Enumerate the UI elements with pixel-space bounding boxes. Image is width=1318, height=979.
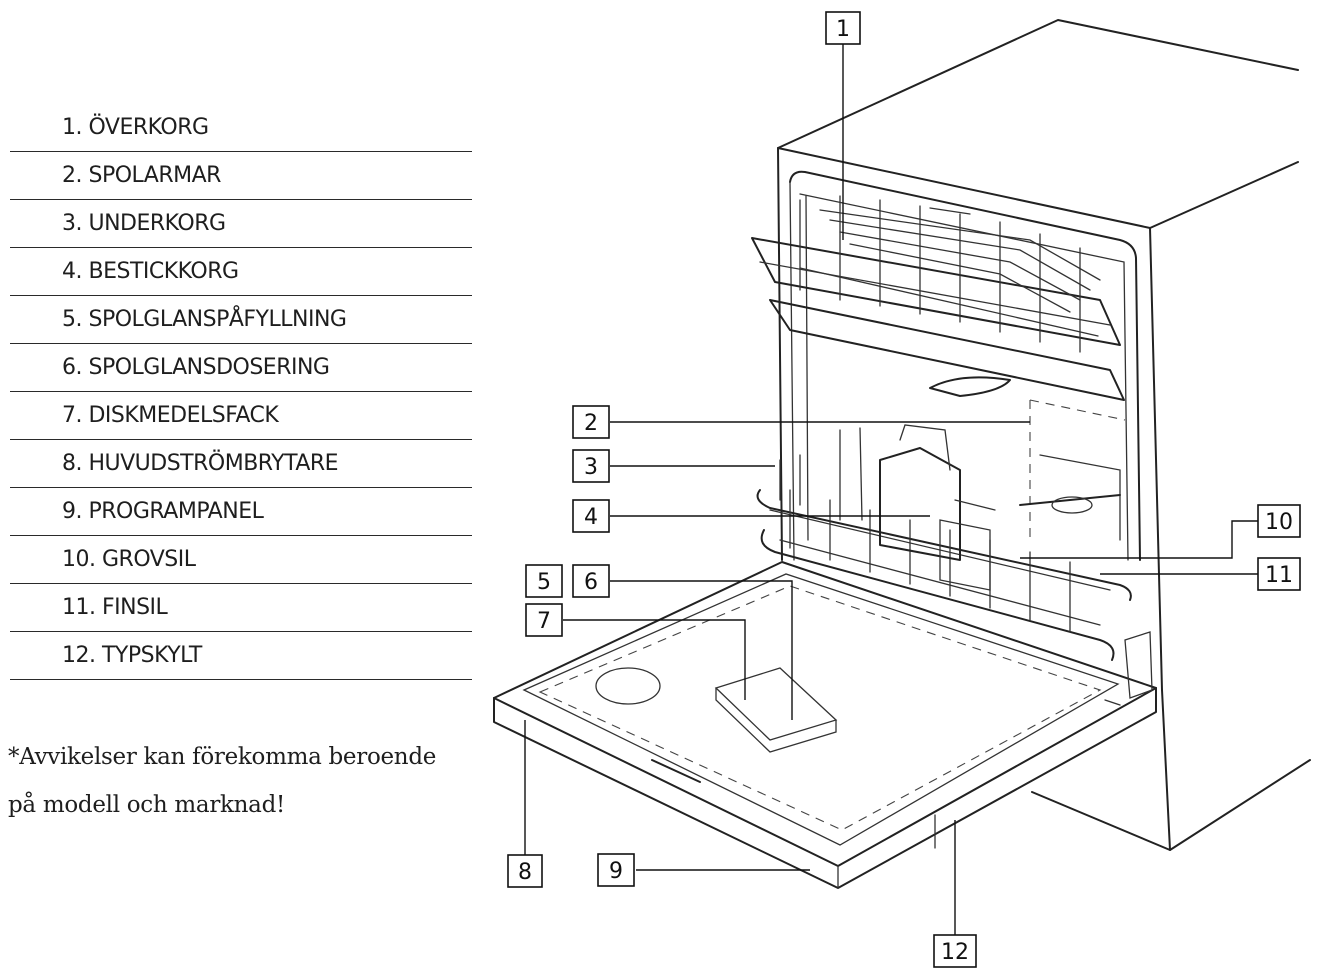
cutlery-basket — [879, 424, 996, 591]
callout-4: 4 — [572, 499, 610, 533]
callout-10: 10 — [1257, 504, 1301, 538]
callout-8: 8 — [507, 854, 543, 888]
note-line-1: *Avvikelser kan förekomma beroende — [8, 744, 437, 770]
legend-item-8: 8. HUVUDSTRÖMBRYTARE — [10, 440, 472, 488]
disclaimer-note: *Avvikelser kan förekomma beroende på mo… — [8, 733, 488, 829]
legend-item-9: 9. PROGRAMPANEL — [10, 488, 472, 536]
callout-12: 12 — [933, 934, 977, 968]
dishwasher-illustration — [493, 19, 1311, 889]
legend-item-5: 5. SPOLGLANSPÅFYLLNING — [10, 296, 472, 344]
svg-text:10: 10 — [1265, 510, 1293, 535]
callout-9: 9 — [597, 853, 635, 887]
callout-7: 7 — [525, 603, 563, 637]
callout-1: 1 — [825, 11, 861, 45]
legend-item-4: 4. BESTICKKORG — [10, 248, 472, 296]
callout-11: 11 — [1257, 557, 1301, 591]
leader-lines — [524, 44, 1258, 935]
legend-item-2: 2. SPOLARMAR — [10, 152, 472, 200]
svg-text:1: 1 — [836, 17, 850, 42]
svg-text:12: 12 — [941, 940, 969, 965]
svg-text:4: 4 — [584, 505, 598, 530]
legend-item-11: 11. FINSIL — [10, 584, 472, 632]
svg-text:9: 9 — [609, 859, 623, 884]
svg-text:11: 11 — [1265, 563, 1293, 588]
svg-text:2: 2 — [584, 411, 598, 436]
legend-item-7: 7. DISKMEDELSFACK — [10, 392, 472, 440]
callout-5: 5 — [525, 564, 563, 598]
svg-text:5: 5 — [537, 570, 551, 595]
callout-3: 3 — [572, 449, 610, 483]
svg-text:8: 8 — [518, 860, 532, 885]
parts-legend: 1. ÖVERKORG 2. SPOLARMAR 3. UNDERKORG 4.… — [10, 104, 472, 680]
note-line-2: på modell och marknad! — [8, 792, 285, 818]
open-door — [493, 561, 1157, 889]
svg-text:3: 3 — [584, 455, 598, 480]
legend-item-12: 12. TYPSKYLT — [10, 632, 472, 680]
svg-text:6: 6 — [584, 570, 598, 595]
lower-basket — [756, 427, 1132, 661]
callout-2: 2 — [572, 405, 610, 439]
callout-6: 6 — [572, 564, 610, 598]
legend-item-1: 1. ÖVERKORG — [10, 104, 472, 152]
legend-item-10: 10. GROVSIL — [10, 536, 472, 584]
legend-item-3: 3. UNDERKORG — [10, 200, 472, 248]
legend-item-6: 6. SPOLGLANSDOSERING — [10, 344, 472, 392]
upper-basket — [751, 195, 1125, 401]
svg-text:7: 7 — [537, 609, 551, 634]
